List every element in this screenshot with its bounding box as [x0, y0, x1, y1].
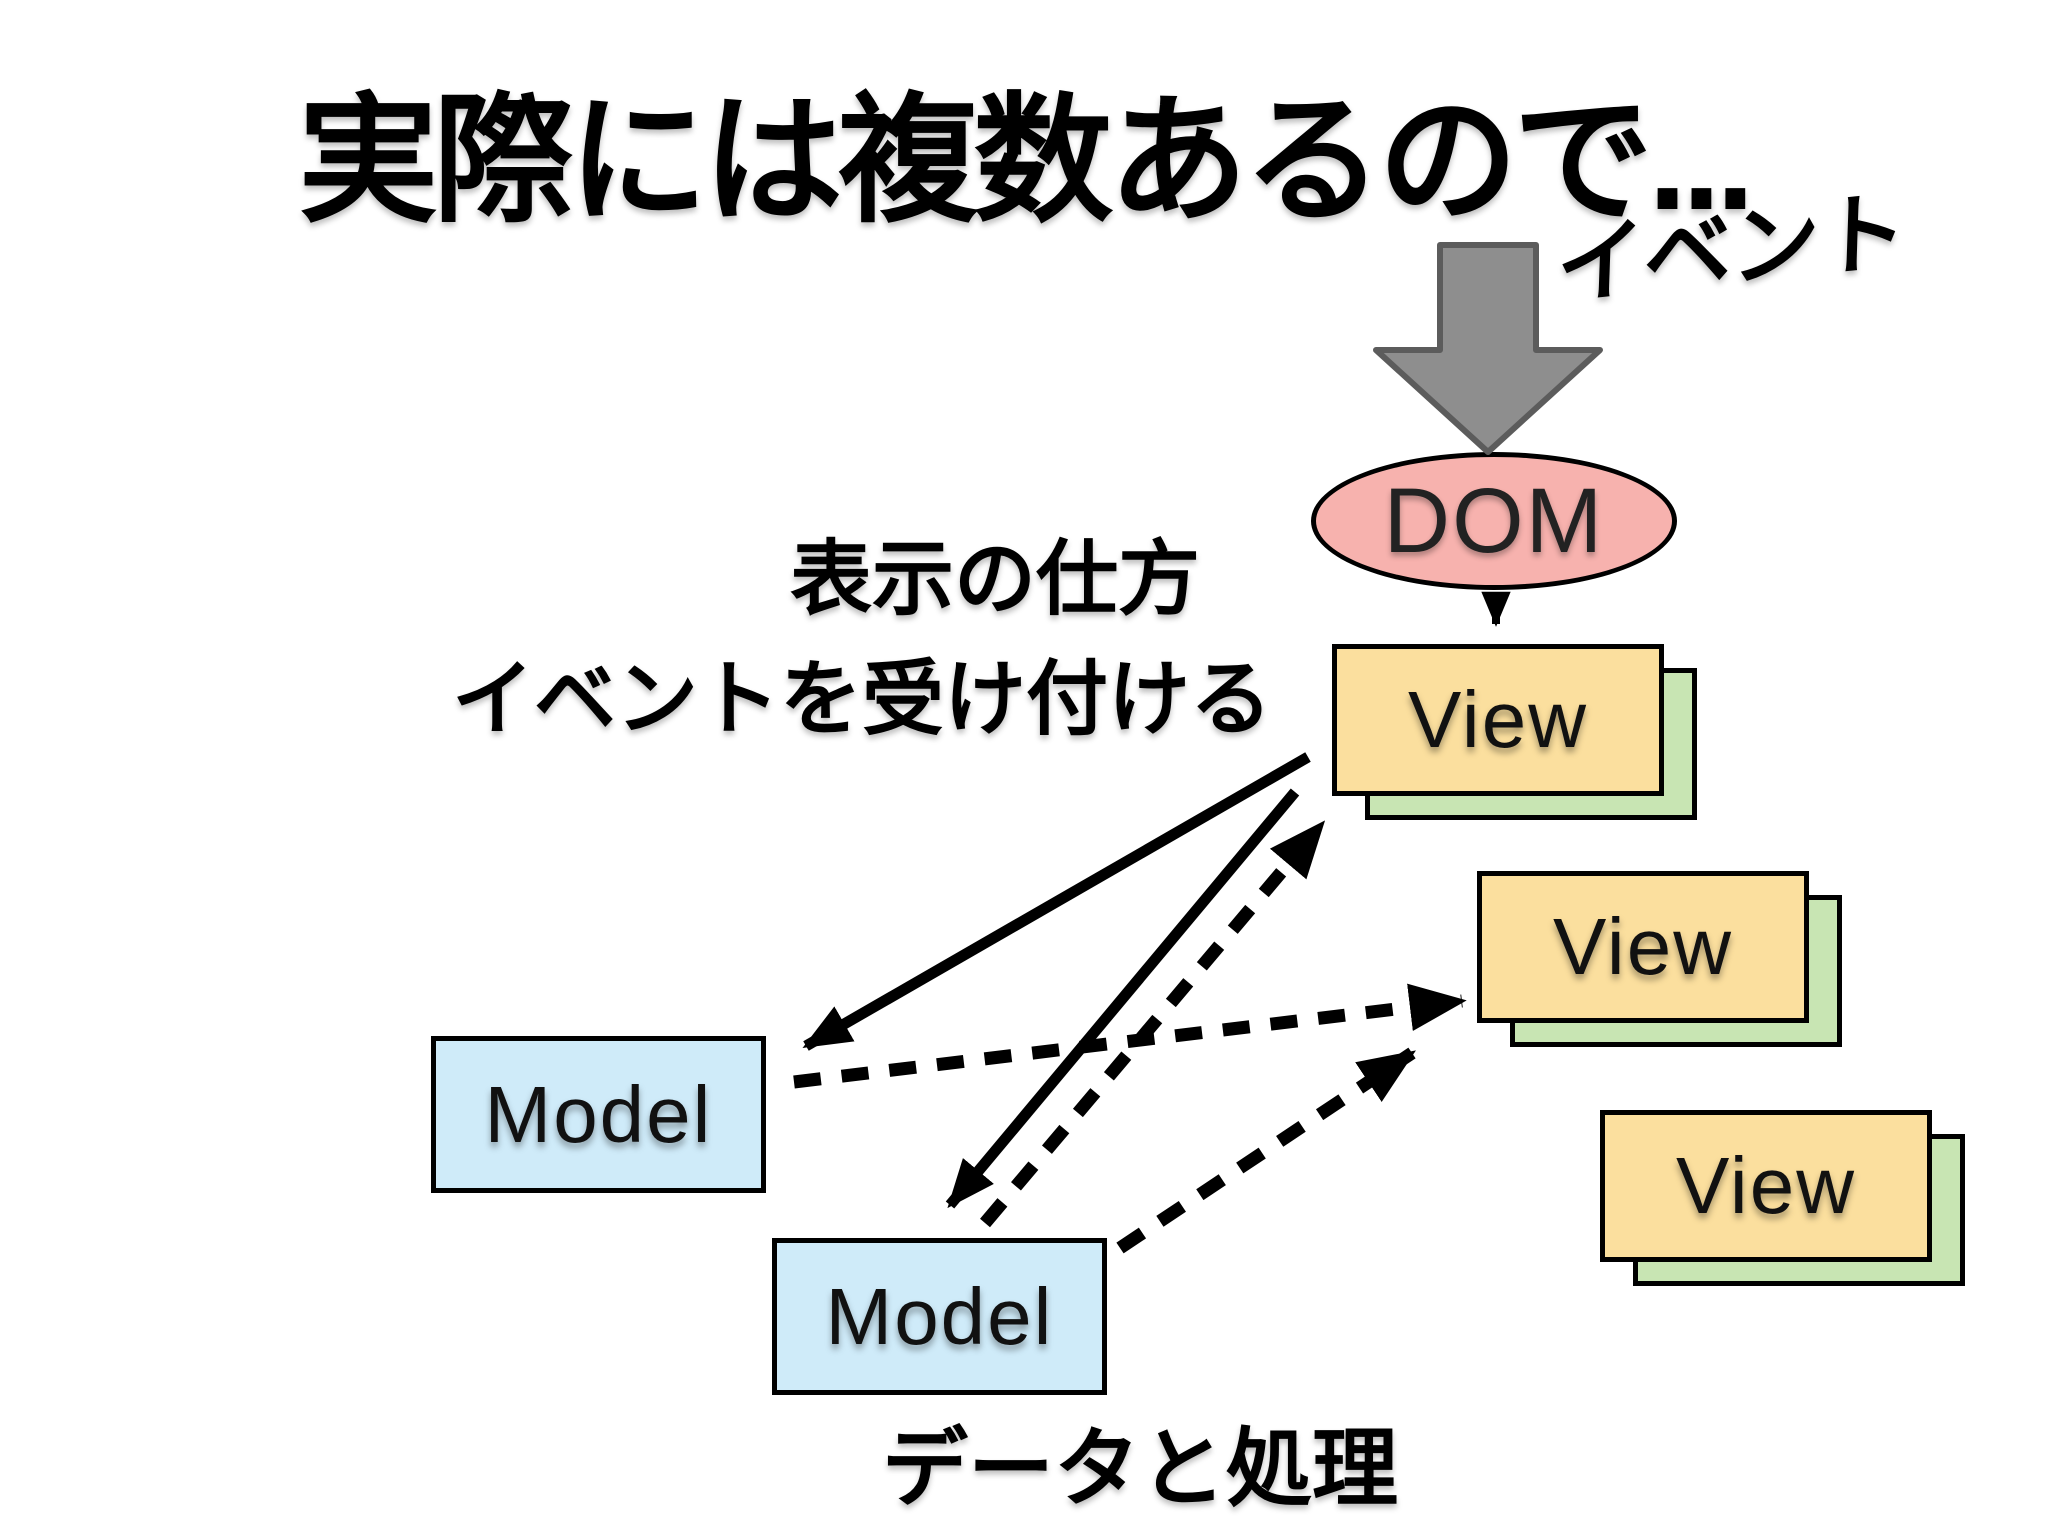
dom-node: DOM	[1311, 452, 1677, 590]
view2-node-label: View	[1553, 902, 1733, 991]
model2-node-label: Model	[825, 1271, 1054, 1361]
dom-node-label: DOM	[1383, 469, 1605, 572]
model1-to-view2-arrow-dashed	[793, 983, 1467, 1089]
view1-to-model1-arrow	[802, 752, 1311, 1051]
model2-node: Model	[772, 1238, 1107, 1395]
view1-node: View	[1332, 644, 1664, 796]
slide-title: 実際には複数あるので...	[298, 82, 1755, 239]
view-note-display: 表示の仕方	[790, 534, 1201, 625]
view-note-accept-events: イベントを受け付ける	[452, 654, 1273, 745]
model2-to-view2-arrow-dashed	[1116, 1047, 1416, 1254]
view3-node: View	[1600, 1110, 1932, 1262]
model1-node: Model	[431, 1036, 766, 1193]
view3-node-label: View	[1676, 1141, 1856, 1230]
view2-node: View	[1477, 871, 1809, 1023]
model2-to-view1-arrow-dashed	[980, 819, 1327, 1228]
model1-node-label: Model	[484, 1069, 713, 1159]
view1-node-label: View	[1408, 675, 1588, 764]
model-note-data-processing: データと処理	[882, 1421, 1398, 1517]
view1-to-model2-arrow	[945, 788, 1300, 1209]
